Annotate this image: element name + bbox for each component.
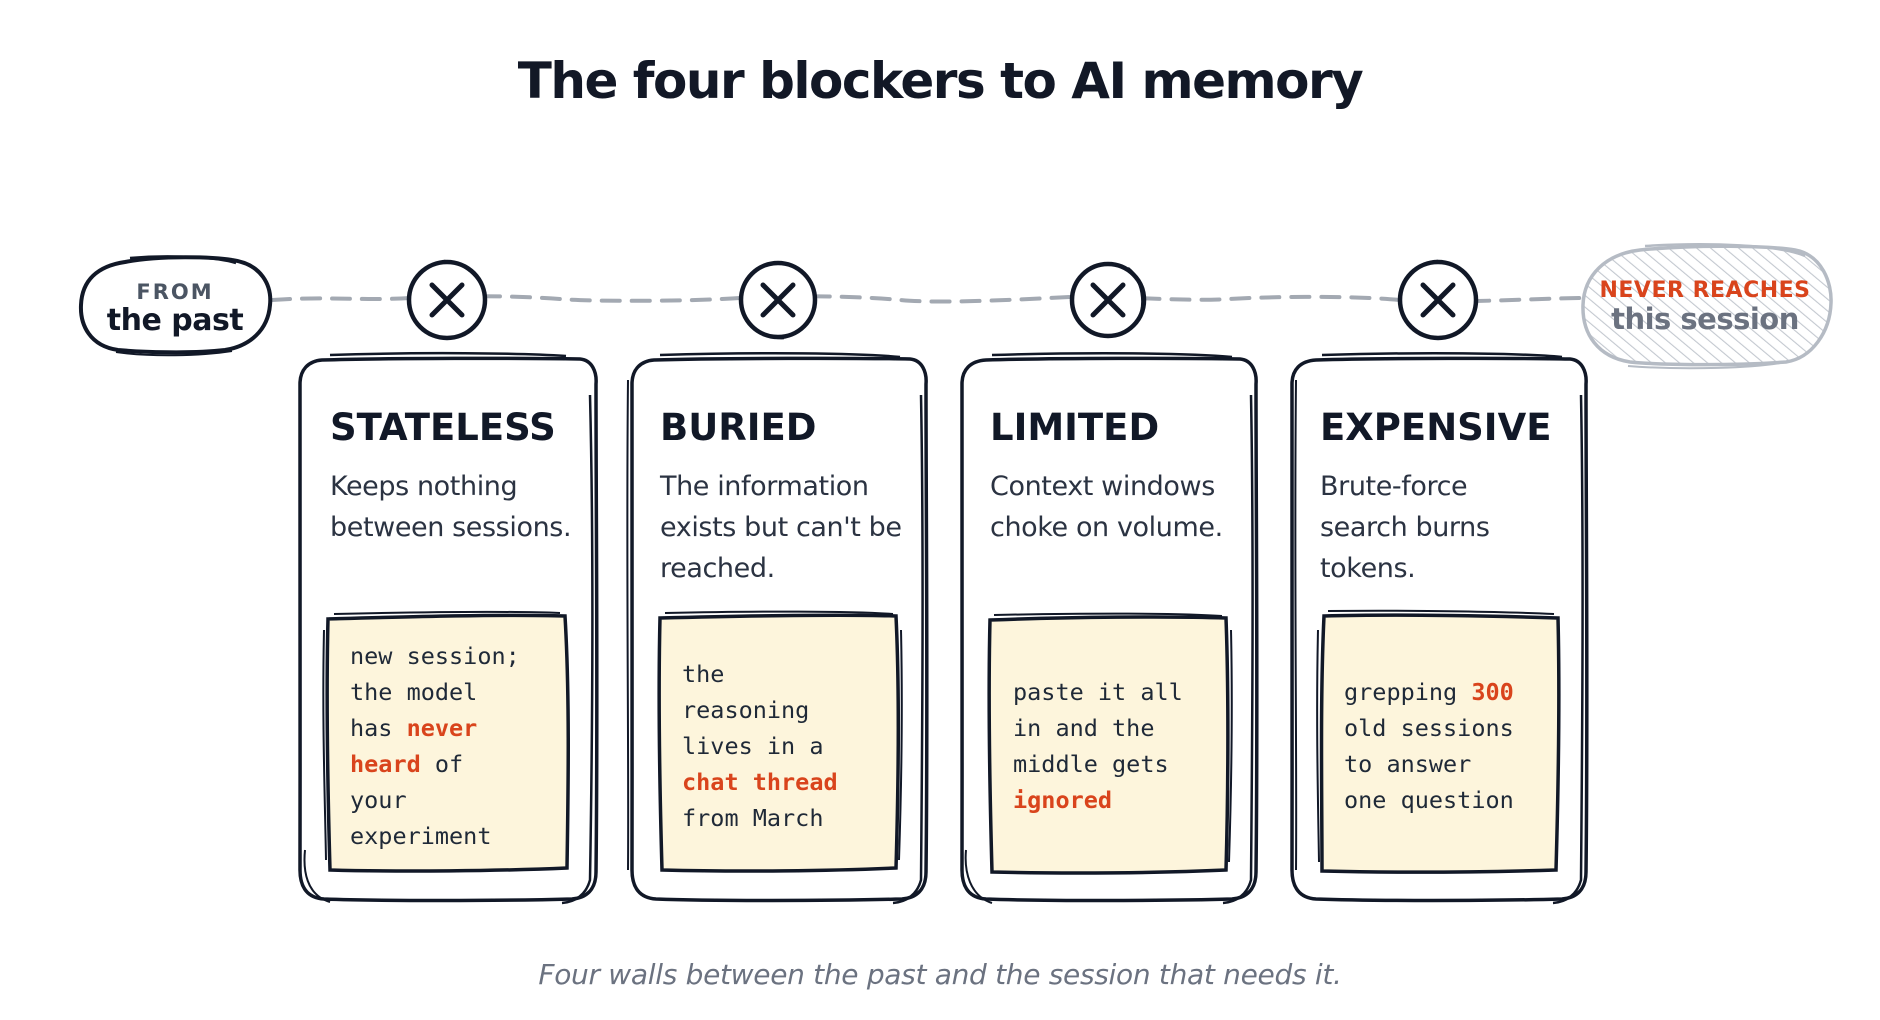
card-title-expensive: EXPENSIVE (1320, 406, 1552, 449)
card-desc-line: exists but can't be (660, 512, 902, 543)
note-highlight: 300 (1471, 678, 1514, 706)
note-text: experiment (350, 822, 492, 850)
page-title: The four blockers to AI memory (517, 52, 1364, 110)
note-line: chat thread (682, 764, 838, 800)
note-expensive: grepping 300 old sessions to answer one que… (1344, 674, 1514, 818)
note-line: to answer (1344, 746, 1514, 782)
note-line: the model (350, 674, 520, 710)
note-text: from March (682, 804, 824, 832)
note-line: paste it all (1013, 674, 1183, 710)
note-text: to answer (1344, 750, 1472, 778)
never-reaches-pill (1581, 243, 1833, 370)
card-desc-line: reached. (660, 553, 775, 584)
note-text: lives in a (682, 732, 824, 760)
note-limited: paste it all in and the middle gets ignored (1013, 674, 1183, 818)
note-line: one question (1344, 782, 1514, 818)
note-highlight: heard (350, 750, 421, 778)
note-text: old sessions (1344, 714, 1514, 742)
note-line: ignored (1013, 782, 1183, 818)
note-text: in and the (1013, 714, 1155, 742)
note-text: has (350, 714, 407, 742)
note-line: lives in a (682, 728, 838, 764)
note-line: middle gets (1013, 746, 1183, 782)
x-circle-icon (406, 259, 488, 341)
note-stateless-frame (322, 610, 570, 873)
note-line: has never (350, 710, 520, 746)
card-desc-line: Keeps nothing (330, 471, 518, 502)
note-text: your (350, 786, 407, 814)
note-line: new session; (350, 638, 520, 674)
note-text: of (420, 750, 464, 778)
card-title-limited: LIMITED (990, 406, 1160, 449)
note-line: heard of (350, 746, 520, 782)
note-highlight: ignored (1013, 786, 1113, 814)
start-pill-text: the past (106, 303, 244, 338)
note-expensive-frame (1316, 609, 1561, 874)
note-text: reasoning (682, 696, 810, 724)
card-title-stateless: STATELESS (330, 406, 556, 449)
card-desc-line: choke on volume. (990, 512, 1223, 543)
start-pill-label: FROM (136, 280, 214, 304)
card-desc-line: tokens. (1320, 553, 1416, 584)
card-desc-line: The information (660, 471, 869, 502)
note-line: the (682, 656, 838, 692)
x-circle-icon (1397, 259, 1479, 341)
note-text: middle gets (1013, 750, 1169, 778)
note-highlight: chat thread (682, 768, 838, 796)
end-pill-label: NEVER REACHES (1599, 278, 1811, 303)
from-the-past-pill (78, 255, 273, 357)
note-text: grepping (1344, 678, 1472, 706)
note-buried: the reasoning lives in a chat thread from Ma… (682, 656, 838, 836)
note-text: paste it all (1013, 678, 1183, 706)
card-desc-buried: The information exists but can't be reac… (660, 466, 902, 589)
card-title-buried: BURIED (660, 406, 817, 449)
note-line: grepping 300 (1344, 674, 1514, 710)
timeline-dashed-line (270, 294, 1582, 304)
note-highlight: never (406, 714, 478, 742)
x-circle-icon (738, 260, 818, 340)
card-desc-stateless: Keeps nothing between sessions. (330, 466, 572, 548)
card-desc-line: Brute-force (1320, 471, 1468, 502)
note-line: in and the (1013, 710, 1183, 746)
note-line: your (350, 782, 520, 818)
note-text: the (682, 660, 725, 688)
note-text: one question (1344, 786, 1514, 814)
card-desc-line: Context windows (990, 471, 1215, 502)
card-desc-expensive: Brute-force search burns tokens. (1320, 466, 1490, 589)
x-circle-icon (1069, 261, 1147, 339)
end-pill-text: this session (1611, 302, 1799, 336)
note-line: from March (682, 800, 838, 836)
diagram-caption: Four walls between the past and the sess… (538, 958, 1342, 991)
note-line: reasoning (682, 692, 838, 728)
note-text: the model (350, 678, 478, 706)
card-desc-line: search burns (1320, 512, 1490, 543)
card-desc-limited: Context windows choke on volume. (990, 466, 1223, 548)
note-limited-frame (987, 612, 1233, 875)
card-desc-line: between sessions. (330, 512, 572, 543)
note-buried-frame (657, 610, 903, 873)
note-text: new session; (350, 642, 520, 670)
note-line: old sessions (1344, 710, 1514, 746)
note-line: experiment (350, 818, 520, 854)
